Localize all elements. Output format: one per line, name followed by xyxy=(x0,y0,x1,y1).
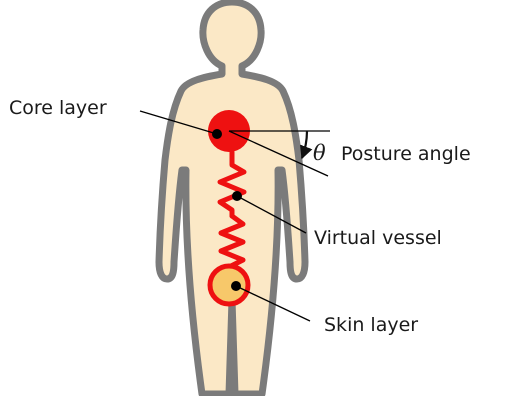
core-layer-label: Core layer xyxy=(9,97,107,119)
virtual-vessel-label: Virtual vessel xyxy=(314,227,442,249)
skin-layer-label: Skin layer xyxy=(324,314,418,336)
skin-layer-circle xyxy=(210,266,248,304)
posture-angle-label: Posture angle xyxy=(341,143,471,165)
angle-arc-arrow xyxy=(302,131,307,158)
theta-symbol: θ xyxy=(313,141,326,165)
